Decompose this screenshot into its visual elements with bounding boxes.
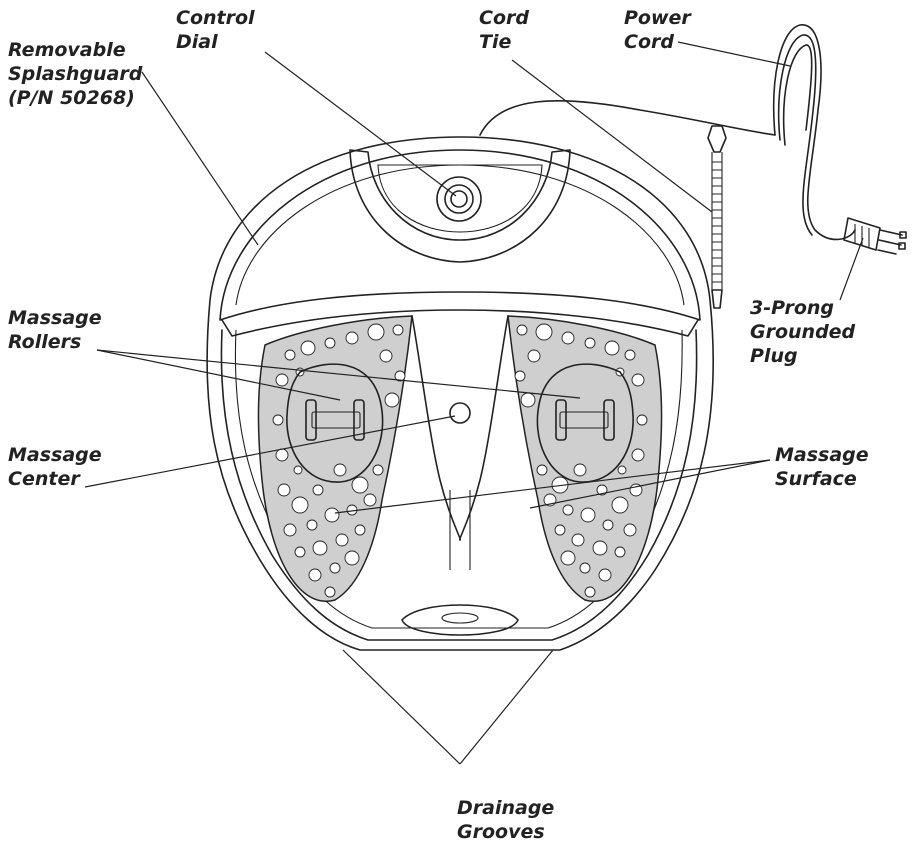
label-control-dial-line1: Control bbox=[176, 6, 255, 30]
label-massage-center: Massage Center bbox=[8, 443, 102, 491]
label-massage-rollers: Massage Rollers bbox=[8, 306, 102, 354]
label-massage-surface-line2: Surface bbox=[775, 467, 869, 491]
leader-drainage-left bbox=[343, 650, 460, 764]
control-panel-face bbox=[378, 165, 542, 232]
label-plug: 3-Prong Grounded Plug bbox=[750, 296, 855, 368]
label-plug-line2: Grounded bbox=[750, 320, 855, 344]
splashguard-inner-line-2 bbox=[460, 165, 684, 305]
massage-center-node bbox=[450, 403, 470, 423]
label-control-dial-line2: Dial bbox=[176, 30, 255, 54]
leader-power-cord bbox=[678, 42, 790, 66]
cord-tie-head bbox=[708, 126, 726, 152]
control-dial-ring bbox=[445, 185, 473, 213]
splashguard-bottom-band bbox=[222, 310, 698, 336]
drain-bumper bbox=[402, 605, 518, 635]
leader-drainage-right bbox=[460, 650, 553, 764]
label-splashguard: Removable Splashguard (P/N 50268) bbox=[8, 38, 142, 110]
label-plug-line1: 3-Prong bbox=[750, 296, 855, 320]
label-splashguard-line2: Splashguard bbox=[8, 62, 142, 86]
cord-tie-strap bbox=[712, 152, 722, 290]
center-hump bbox=[412, 316, 508, 540]
cord-tie-teeth bbox=[712, 162, 722, 282]
leader-plug bbox=[840, 238, 863, 300]
label-massage-surface-line1: Massage bbox=[775, 443, 869, 467]
label-splashguard-line3: (P/N 50268) bbox=[8, 86, 142, 110]
label-drainage-grooves-line1: Drainage bbox=[457, 796, 554, 820]
cord-tie-tip bbox=[712, 290, 722, 308]
leader-splashguard bbox=[142, 72, 258, 245]
label-control-dial: Control Dial bbox=[176, 6, 255, 54]
label-power-cord-line1: Power bbox=[624, 6, 691, 30]
leader-control-dial bbox=[265, 52, 456, 196]
control-housing bbox=[350, 150, 570, 262]
label-cord-tie-line2: Tie bbox=[479, 30, 529, 54]
label-drainage-grooves-line2: Grooves bbox=[457, 820, 554, 844]
label-splashguard-line1: Removable bbox=[8, 38, 142, 62]
power-cord-line bbox=[480, 101, 775, 135]
splashguard-inner-line bbox=[236, 165, 460, 305]
grounded-plug bbox=[844, 218, 906, 254]
label-cord-tie-line1: Cord bbox=[479, 6, 529, 30]
control-dial-outer bbox=[437, 177, 481, 221]
label-massage-rollers-line1: Massage bbox=[8, 306, 102, 330]
splashguard-shape bbox=[220, 150, 700, 320]
label-massage-surface: Massage Surface bbox=[775, 443, 869, 491]
label-power-cord-line2: Cord bbox=[624, 30, 691, 54]
label-cord-tie: Cord Tie bbox=[479, 6, 529, 54]
label-drainage-grooves: Drainage Grooves bbox=[457, 796, 554, 844]
label-massage-rollers-line2: Rollers bbox=[8, 330, 102, 354]
drain-slot bbox=[442, 613, 478, 623]
label-power-cord: Power Cord bbox=[624, 6, 691, 54]
label-plug-line3: Plug bbox=[750, 344, 855, 368]
label-massage-center-line1: Massage bbox=[8, 443, 102, 467]
power-cord-coil-c bbox=[784, 45, 812, 145]
label-massage-center-line2: Center bbox=[8, 467, 102, 491]
